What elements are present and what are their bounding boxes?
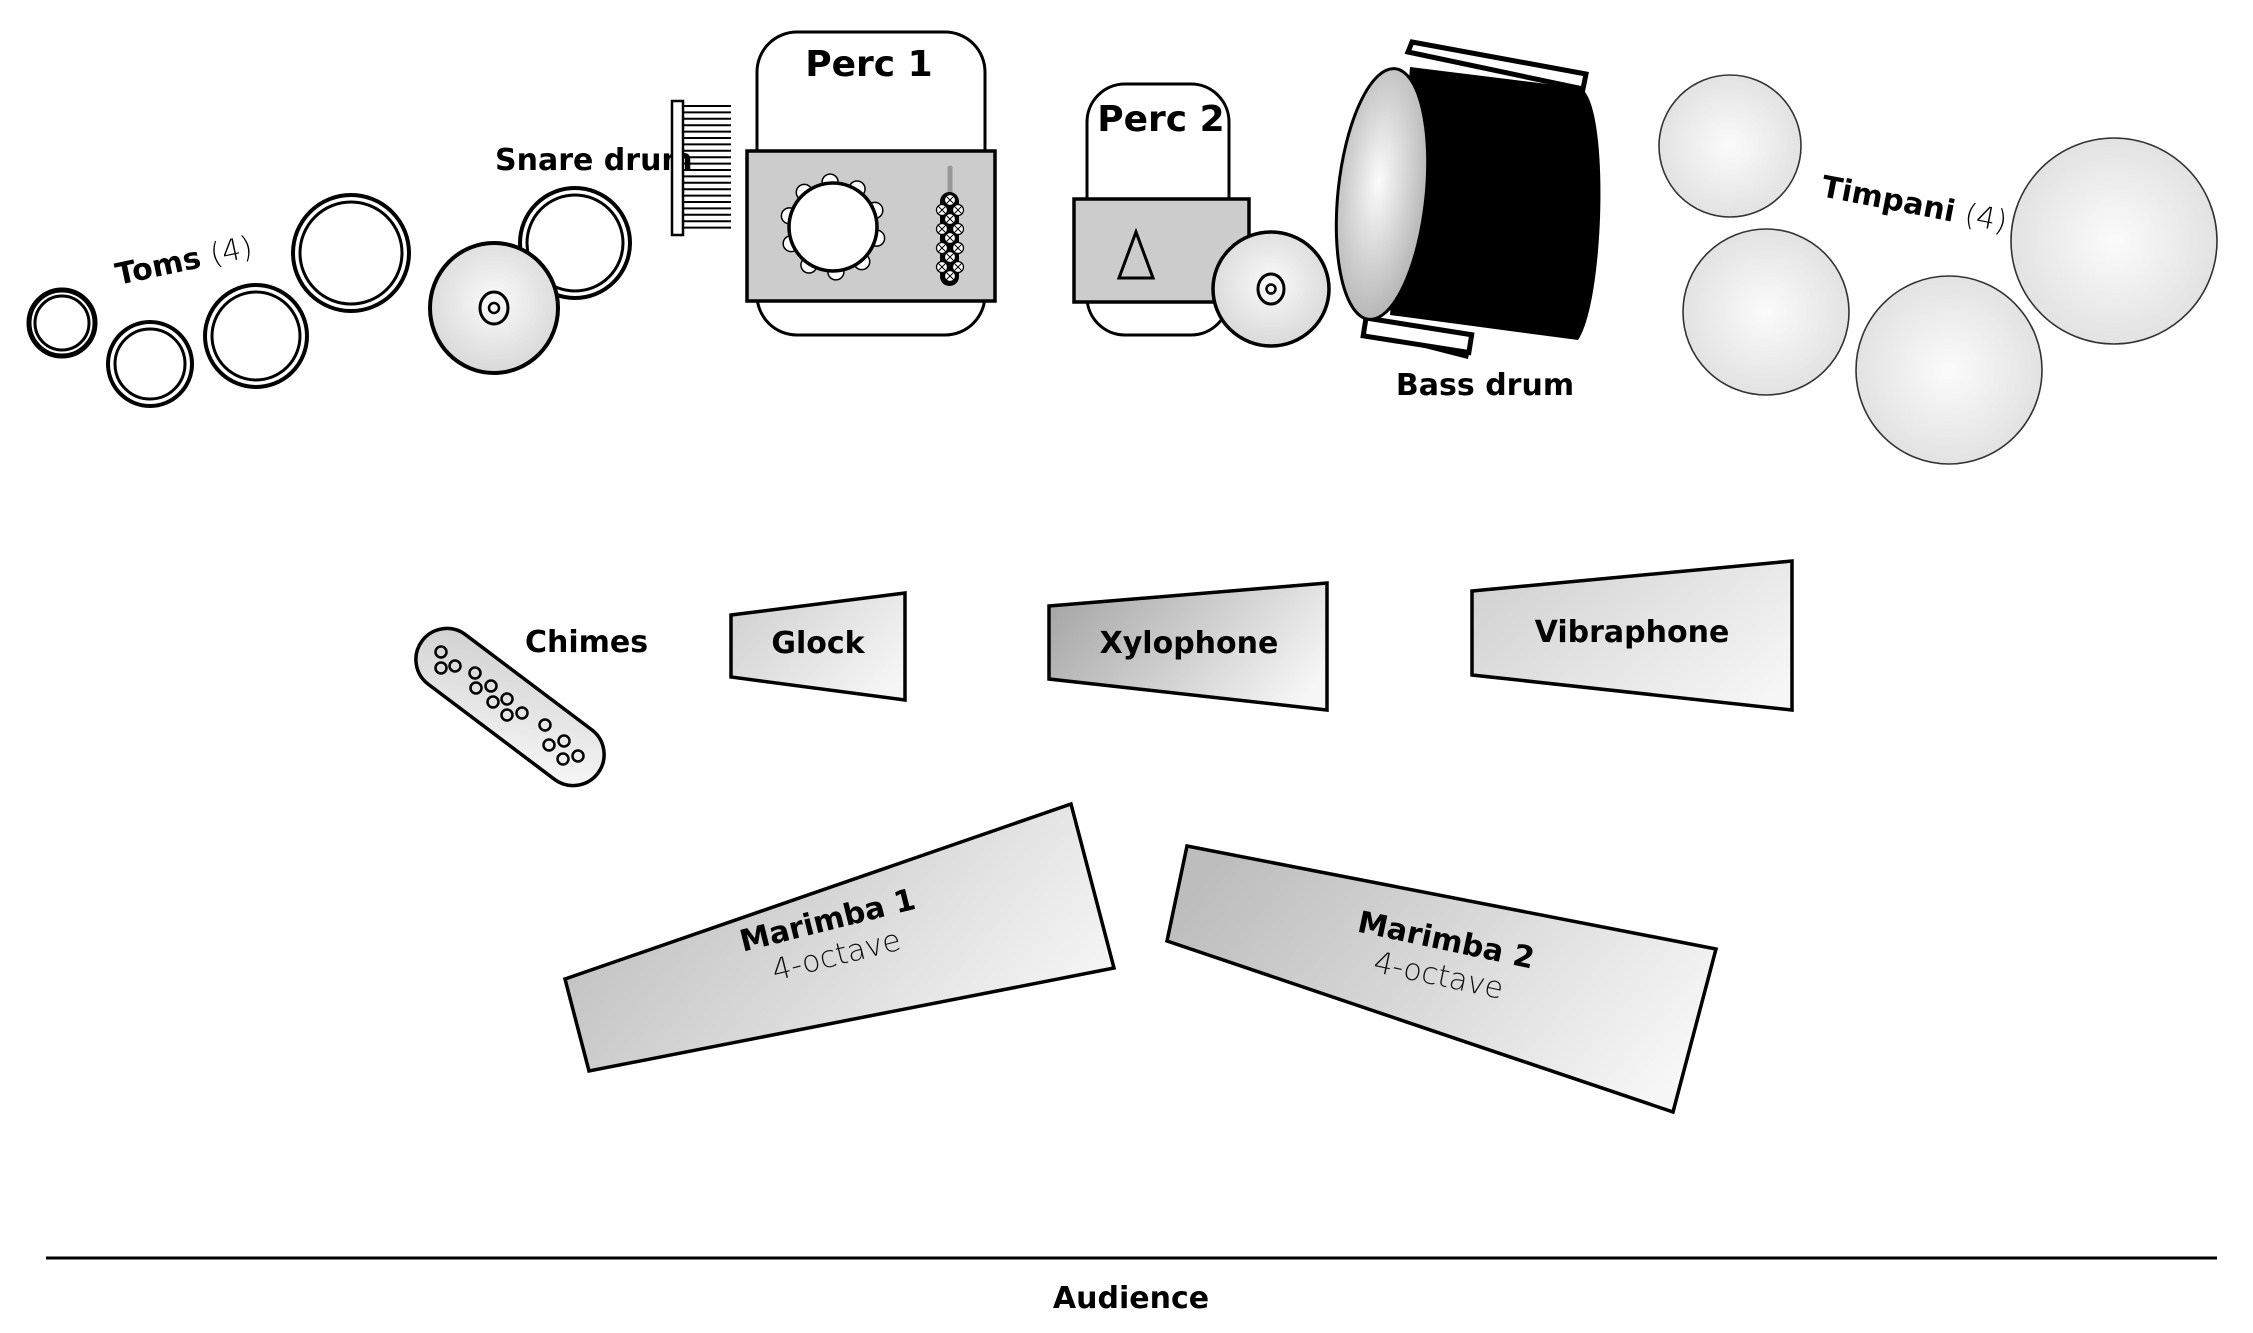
perc1-label: Perc 1	[805, 44, 932, 85]
vibraphone-label: Vibraphone	[1535, 615, 1730, 650]
tambourine-head	[787, 181, 879, 273]
chime-tube	[448, 659, 462, 673]
snare-drum	[518, 186, 632, 300]
tom-2	[106, 320, 194, 408]
shaker-bead	[951, 241, 965, 255]
chime-tube	[468, 666, 482, 680]
tom-4	[291, 193, 411, 313]
shaker-bead	[935, 203, 949, 217]
chime-tube	[556, 752, 570, 766]
bass-drum: Bass drum	[1334, 39, 1601, 403]
timpani-drum-3	[1855, 275, 2043, 465]
marimba-2: Marimba 2 4-octave	[1164, 843, 1719, 1115]
chime-tube	[500, 708, 514, 722]
bass-drum-label: Bass drum	[1396, 368, 1574, 403]
chime-tube	[515, 706, 529, 720]
cymbal-icon	[1211, 230, 1331, 348]
shaker-bead	[943, 269, 957, 283]
triangle-icon	[1116, 227, 1156, 280]
cymbal-icon	[428, 241, 560, 375]
bass-drum-stand-top	[1404, 39, 1589, 92]
xylophone: Xylophone	[1047, 581, 1329, 712]
shaker-bead	[951, 203, 965, 217]
xylophone-label: Xylophone	[1100, 626, 1279, 661]
perc2-station: Perc 2	[1072, 82, 1331, 348]
marimba-1: Marimba 1 4-octave	[562, 801, 1117, 1074]
vibraphone: Vibraphone	[1470, 559, 1794, 712]
shaker-bead	[951, 260, 965, 274]
chime-tube	[434, 661, 448, 675]
toms-label: Toms (4)	[112, 230, 255, 293]
timpani-group: Timpani (4)	[1658, 74, 2218, 465]
timpani-drum-2	[1682, 228, 1850, 396]
chime-tube	[486, 695, 500, 709]
toms-group: Toms (4)	[26, 193, 411, 408]
timpani-label: Timpani (4)	[1818, 169, 2010, 239]
shaker-bead	[943, 193, 957, 207]
chime-tube	[571, 749, 585, 763]
shaker-bead	[943, 250, 957, 264]
shaker-bead	[935, 241, 949, 255]
chime-tube	[542, 738, 556, 752]
glockenspiel: Glock	[729, 591, 907, 702]
glock-label: Glock	[771, 626, 865, 661]
tom-3	[203, 283, 309, 389]
chime-tube	[557, 734, 571, 748]
snare-group: Snare drum	[428, 143, 693, 375]
perc1-station: Perc 1	[745, 30, 997, 337]
brush-icon	[670, 99, 731, 237]
tom-1	[26, 287, 98, 359]
timpani-drum-1	[1658, 74, 1802, 218]
tambourine-icon	[780, 173, 886, 281]
shaker-bead	[943, 231, 957, 245]
chime-tube	[484, 679, 498, 693]
chime-tube	[469, 681, 483, 695]
shaker-bead	[935, 222, 949, 236]
chime-tube	[500, 692, 514, 706]
chime-tube	[538, 718, 552, 732]
perc2-label: Perc 2	[1097, 99, 1224, 140]
shaker-bead	[951, 222, 965, 236]
shaker-bead	[935, 260, 949, 274]
chimes-label: Chimes	[525, 625, 648, 660]
timpani-drum-4	[2010, 137, 2218, 345]
shaker-bead	[943, 212, 957, 226]
chimes: Chimes	[414, 625, 648, 788]
audience-label: Audience	[1053, 1281, 1209, 1316]
shaker-icon	[935, 165, 965, 286]
snare-label: Snare drum	[495, 143, 693, 178]
chime-tube	[434, 645, 448, 659]
